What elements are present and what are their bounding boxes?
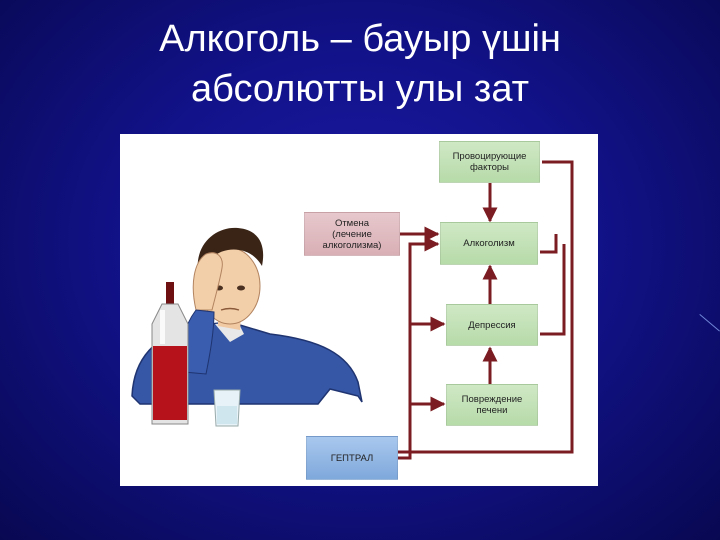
box-liver-damage: Повреждение печени xyxy=(446,384,538,426)
box-alcoholism: Алкоголизм xyxy=(440,222,538,265)
withdrawal-line-2: (лечение xyxy=(332,228,372,240)
box-withdrawal: Отмена (лечение алкоголизма) xyxy=(304,212,400,256)
diagram-svg xyxy=(131,160,574,460)
withdrawal-line-3: алкоголизма) xyxy=(322,239,382,251)
title-line-1: Алкоголь – бауыр үшін xyxy=(159,18,561,60)
provoking-factors-line-1: Провоцирующие xyxy=(452,151,527,162)
depression-label: Депрессия xyxy=(468,319,516,331)
liver-damage-line-2: печени xyxy=(476,405,508,416)
connectors xyxy=(398,160,574,460)
line-factors-loop xyxy=(398,160,574,454)
man-illustration xyxy=(131,227,363,427)
box-heptral: ГЕПТРАЛ xyxy=(306,436,398,480)
alcoholism-label: Алкоголизм xyxy=(463,238,515,249)
figure-panel: Провоцирующие факторы Отмена (лечение ал… xyxy=(120,134,598,486)
line-heptral-to-alcoholism xyxy=(398,236,440,460)
heptral-label: ГЕПТРАЛ xyxy=(330,452,374,464)
title-line-2: абсолютты улы зат xyxy=(190,68,530,110)
line-alcoholism-loop xyxy=(540,234,558,254)
box-depression: Депрессия xyxy=(446,304,538,346)
slide-title: Алкоголь – бауыр үшін абсолютты улы зат xyxy=(0,14,720,114)
box-provoking-factors: Провоцирующие факторы xyxy=(439,141,540,183)
decorative-line xyxy=(699,314,720,332)
liver-damage-line-1: Повреждение xyxy=(461,394,523,405)
line-depression-loop xyxy=(540,244,566,336)
provoking-factors-line-2: факторы xyxy=(469,162,509,173)
withdrawal-line-1: Отмена xyxy=(334,217,370,229)
